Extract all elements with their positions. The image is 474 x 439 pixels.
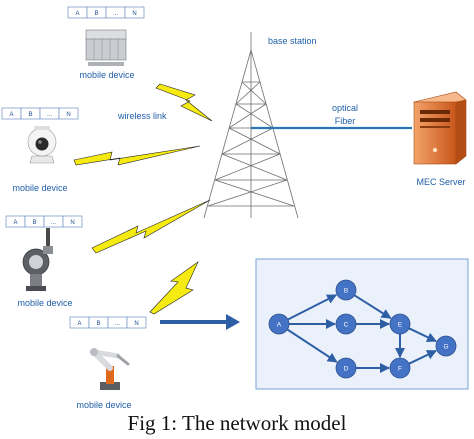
task-node-label: E bbox=[398, 321, 403, 328]
base-station-label: base station bbox=[268, 36, 317, 46]
device-icon-iot-module bbox=[85, 29, 127, 66]
queue-cell-label: B bbox=[96, 321, 100, 327]
task-edge-E-G bbox=[408, 327, 437, 343]
task-node-label: D bbox=[344, 365, 349, 372]
offload-arrow-head bbox=[226, 314, 240, 330]
device-icon-sensor bbox=[22, 228, 53, 291]
device-label-2: mobile device bbox=[12, 183, 67, 193]
task-node-label: F bbox=[398, 365, 402, 372]
task-edge-A-D bbox=[286, 328, 338, 363]
task-node-D bbox=[335, 357, 357, 379]
queue-2: A B... N bbox=[1, 107, 79, 120]
figure-caption: Fig 1: The network model bbox=[127, 411, 347, 435]
device-icon-camera bbox=[27, 126, 57, 164]
task-node-G bbox=[435, 335, 457, 357]
task-edge-A-B bbox=[287, 294, 338, 321]
task-node-label: B bbox=[344, 287, 348, 294]
queue-cell bbox=[58, 107, 79, 120]
task-node-label: C bbox=[344, 321, 349, 328]
queue-cell bbox=[124, 6, 145, 19]
queue-cell-label: A bbox=[13, 220, 17, 226]
queue-cell-label: ... bbox=[51, 220, 56, 226]
queue-cell bbox=[126, 316, 147, 329]
queue-cell-label: A bbox=[75, 11, 79, 17]
wireless-link-bolt-4 bbox=[149, 261, 199, 315]
queue-cell-label: B bbox=[28, 112, 32, 118]
queue-cell-label: N bbox=[132, 11, 136, 17]
task-node-F bbox=[389, 357, 411, 379]
task-node-label: A bbox=[277, 321, 282, 328]
queue-cell-label: B bbox=[32, 220, 36, 226]
mec-server-icon bbox=[413, 91, 467, 165]
task-node-B bbox=[335, 279, 357, 301]
task-node-label: G bbox=[443, 343, 448, 350]
queue-cell-label: A bbox=[9, 112, 13, 118]
queue-cell-label: N bbox=[70, 220, 74, 226]
device-label-3: mobile device bbox=[17, 298, 72, 308]
task-graph-edges bbox=[286, 294, 437, 373]
wireless-link-bolt-2 bbox=[73, 145, 201, 166]
task-edge-F-G bbox=[408, 349, 437, 365]
wireless-link-bolt-3 bbox=[91, 199, 211, 254]
optical-fiber-label-line2: Fiber bbox=[335, 116, 356, 126]
queue-3: A B... N bbox=[5, 215, 83, 228]
queue-cell-label: N bbox=[66, 112, 70, 118]
queue-cell-label: ... bbox=[115, 321, 120, 327]
queue-cell-label: A bbox=[77, 321, 81, 327]
task-graph-nodes: A B C D E F G bbox=[268, 279, 457, 379]
task-node-A bbox=[268, 313, 290, 335]
task-node-C bbox=[335, 313, 357, 335]
queue-cell-label: ... bbox=[47, 112, 52, 118]
task-queues: A B... N A B... N A B... N A B... N bbox=[1, 6, 147, 329]
device-icon-robot-arm bbox=[90, 348, 130, 390]
task-node-E bbox=[389, 313, 411, 335]
device-label-4: mobile device bbox=[76, 400, 131, 410]
queue-1: A B... N bbox=[67, 6, 145, 19]
queue-cell-label: B bbox=[94, 11, 98, 17]
queue-4: A B... N bbox=[69, 316, 147, 329]
wireless-link-label: wireless link bbox=[117, 111, 167, 121]
task-edge-B-E bbox=[353, 294, 392, 319]
queue-cell-label: ... bbox=[113, 11, 118, 17]
wireless-link-bolt-1 bbox=[155, 83, 213, 122]
mec-server-label: MEC Server bbox=[416, 177, 465, 187]
queue-cell bbox=[62, 215, 83, 228]
base-station-tower bbox=[203, 32, 299, 219]
device-label-1: mobile device bbox=[79, 70, 134, 80]
optical-fiber-label-line1: optical bbox=[332, 103, 358, 113]
queue-cell-label: N bbox=[134, 321, 138, 327]
